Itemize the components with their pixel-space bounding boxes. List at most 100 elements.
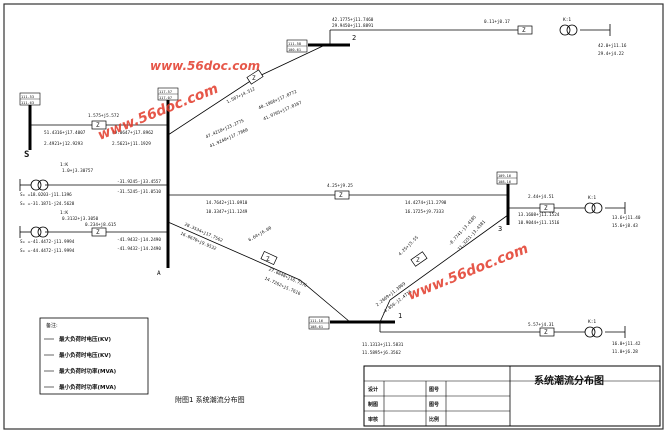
- flow-b3-f2: 10.9044+j11.1516: [518, 220, 560, 226]
- svg-text:Z: Z: [96, 229, 100, 236]
- svg-text:Z: Z: [416, 257, 420, 264]
- bus-2-vmax: 111.58: [288, 42, 301, 46]
- svg-text:Z: Z: [96, 122, 100, 129]
- flow-a3-r1: 14.4274+j11.2798: [405, 200, 447, 206]
- flow-b31-z: 4.25+j5.55: [397, 234, 420, 257]
- flow-b2-z: 0.11+j0.17: [484, 19, 510, 25]
- flow-s-a-r2: 2.5621+j11.1929: [112, 141, 151, 147]
- flow-gen1-a: 1.0+j3.30757: [62, 168, 93, 174]
- bus-s-label: S: [24, 150, 29, 160]
- tb-r2-c1: 制图: [368, 401, 378, 408]
- gen1-label: 1:K: [60, 162, 68, 168]
- flow-b1-load1: 16.0+j11.42: [612, 341, 641, 347]
- flow-b2-top1: 42.1775+j11.7460: [332, 17, 374, 23]
- flow-gen2-c: -41.9432-j14.2490: [117, 237, 161, 243]
- flow-gen2-a: 0.3132+j3.3050: [62, 216, 99, 222]
- impedance-1-t: Z: [539, 327, 555, 337]
- bus-1-vmax: 111.16: [310, 319, 323, 323]
- bus-1-voltage-box: 111.16 108.61: [308, 316, 330, 330]
- flow-a1-z: 6.64+j6.00: [247, 225, 273, 243]
- tb-r2-c3: 图号: [429, 401, 439, 408]
- tb-r3-c1: 审核: [368, 416, 378, 423]
- svg-text:Z: Z: [266, 256, 270, 263]
- flow-s-a-z: 1.575+j5.572: [88, 113, 119, 119]
- legend-item-3: 最大负荷时功率(MVA): [59, 367, 117, 375]
- legend-item-4: 最小负荷时功率(MVA): [59, 383, 117, 391]
- transformer-label-2: K:1: [563, 17, 571, 23]
- flow-gen2-d: -41.9432-j14.2490: [117, 246, 161, 252]
- impedance-gen2: Z: [91, 227, 107, 237]
- bus-s-vmin: 111.63: [21, 101, 34, 105]
- bus-1-vmin: 108.61: [310, 325, 323, 329]
- impedance-3-1: Z: [410, 251, 428, 267]
- drawing-border: [3, 3, 664, 430]
- watermark-3: www.56doc.com: [150, 59, 260, 73]
- impedance-a-1: Z: [260, 250, 278, 266]
- flow-gen1-b: -31.9245-j33.4557: [117, 179, 161, 185]
- flow-b3-load1: 13.6+j11.40: [612, 215, 641, 221]
- flow-gen2-b: 0.234+j8.615: [85, 222, 116, 228]
- flow-b3-f1: 13.1608+j11.1524: [518, 212, 560, 218]
- figure-caption: 附图1 系统潮流分布图: [175, 395, 245, 404]
- svg-text:Z: Z: [544, 205, 548, 212]
- bus-s-vmax: 111.53: [21, 95, 34, 99]
- legend: 备注: 最大负荷时电压(KV) 最小负荷时电压(KV) 最大负荷时功率(MVA)…: [39, 317, 149, 395]
- bus-3-vmin: 108.16: [498, 180, 511, 184]
- legend-item-1: 最大负荷时电压(KV): [59, 335, 112, 343]
- impedance-a-3: Z: [334, 190, 350, 200]
- legend-title: 备注:: [46, 322, 58, 329]
- load-terminals: [19, 24, 626, 338]
- title-block: 系统潮流分布图 设计 图号 制图 图号 审核 比例: [363, 365, 661, 427]
- bus-3-voltage-box: 109.16 108.16: [496, 171, 518, 185]
- flow-a3-r2: 16.1725+j9.7333: [405, 209, 444, 215]
- bus-s-voltage-box: 111.53 111.63: [19, 92, 41, 106]
- transformer-label-1: K:1: [588, 319, 596, 325]
- bus-1-label: 1: [398, 312, 402, 320]
- flow-b2-top2: 29.9450+j11.8891: [332, 23, 374, 29]
- flow-b2-load2: 29.4+j4.22: [598, 51, 624, 57]
- transformer-label-3: K:1: [588, 195, 596, 201]
- bus-3-label: 3: [498, 225, 502, 233]
- legend-item-2: 最小负荷时电压(KV): [59, 351, 112, 359]
- flow-s-a-l2: 2.4921+j12.9293: [44, 141, 83, 147]
- bus-a-vmin: 117.07: [159, 96, 172, 100]
- impedance-s-a: Z: [91, 120, 107, 130]
- bus-2-label: 2: [352, 34, 356, 42]
- impedance-3-t: Z: [539, 203, 555, 213]
- flow-gen1-smax: Sₘ =18.0203-j11.1396: [20, 192, 72, 198]
- flow-b1-f1: 11.1313+j11.5831: [362, 342, 404, 348]
- bus-2-vmin: 100.61: [288, 48, 301, 52]
- flow-a2-z: 1.507+j4.512: [226, 86, 257, 105]
- tb-r3-c3: 比例: [429, 416, 439, 423]
- flow-b1-f2: 11.5895+j6.3562: [362, 350, 401, 356]
- bus-3-vmax: 109.16: [498, 174, 511, 178]
- flow-a3-l2: 10.3347+j11.1249: [206, 209, 248, 215]
- flow-gen1-smin: Sₘ =-31.1871-j24.5628: [20, 201, 75, 207]
- flow-b2-load1: 42.0+j11.16: [598, 43, 627, 49]
- bus-2-voltage-box: 111.58 100.61: [286, 39, 308, 53]
- watermark-2: www.56doc.com: [406, 241, 531, 304]
- svg-text:Z: Z: [544, 329, 548, 336]
- svg-text:Z: Z: [252, 75, 256, 82]
- flow-gen1-c: -31.5245-j31.0510: [117, 189, 161, 195]
- bus-a-vmax: 117.57: [159, 90, 172, 94]
- flow-a3-l1: 14.7642+j11.0910: [206, 200, 248, 206]
- flow-gen2-smax: Sₘ =-41.4472-j11.9994: [20, 239, 75, 245]
- tb-r1-c1: 设计: [368, 386, 378, 393]
- flow-a3-z: 4.25+j9.25: [327, 183, 353, 189]
- tb-r1-c3: 图号: [429, 386, 439, 393]
- flow-b3-load2: 15.6+j8.43: [612, 223, 638, 229]
- transformer-symbols: [30, 24, 603, 338]
- impedance-2-t: Z: [517, 25, 533, 35]
- flow-s-a-l1: 51.4316+j17.4007: [44, 130, 86, 136]
- svg-text:Z: Z: [522, 27, 526, 34]
- bus-a-voltage-box: 117.57 117.07: [157, 87, 179, 101]
- flow-b1-load2: 11.0+j6.28: [612, 349, 638, 355]
- flow-b1-z: 5.57+j4.31: [528, 322, 554, 328]
- svg-text:Z: Z: [339, 192, 343, 199]
- flow-gen2-smin: Sₘ =-44.4472-j11.9994: [20, 248, 75, 254]
- impedance-a-2: Z: [246, 69, 264, 85]
- title-block-title: 系统潮流分布图: [534, 374, 604, 387]
